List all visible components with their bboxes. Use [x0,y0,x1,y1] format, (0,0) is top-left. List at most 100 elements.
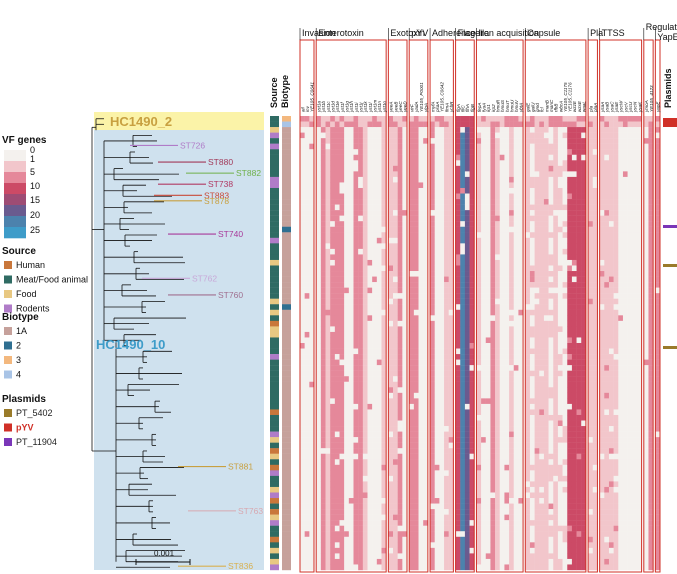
heatmap-cell [367,503,373,510]
heatmap-cell [464,210,470,216]
source-cell [270,232,279,239]
heatmap-cell [367,254,373,261]
heatmap-cell [339,304,345,310]
heatmap-cell [490,553,496,560]
heatmap-cell [388,282,394,288]
heatmap-cell [543,199,549,205]
heatmap-cell [529,171,535,178]
heatmap-cell [402,259,408,266]
heatmap-cell [495,116,500,122]
heatmap-cell [353,464,359,471]
source-cell [270,536,279,543]
heatmap-cell [513,387,519,394]
heatmap-cell [571,304,577,310]
st-label: ST763 [238,506,263,516]
heatmap-cell [304,354,310,360]
heatmap-cell [423,486,429,493]
heatmap-cell [397,171,403,178]
heatmap-cell [562,259,568,266]
heatmap-cell [316,536,322,543]
biotype-cell [282,564,291,571]
heatmap-cell [576,127,582,133]
heatmap-cell [402,343,408,349]
source-cell [270,470,279,477]
heatmap-cell [460,553,466,560]
heatmap-cell [304,254,310,261]
heatmap-cell [455,403,461,410]
heatmap-cell [430,138,435,144]
heatmap-cell [344,403,350,410]
heatmap-cell [567,149,573,155]
heatmap-cell [439,381,445,388]
heatmap-cell [490,486,496,493]
heatmap-cell [525,542,531,549]
heatmap-cell [444,221,449,227]
heatmap-cell [571,409,577,416]
heatmap-cell [418,564,424,571]
heatmap-cell [413,520,419,526]
heatmap-cell [513,442,519,449]
heatmap-cell [509,326,514,333]
heatmap-cell [439,525,445,532]
heatmap-cell [581,431,587,438]
heatmap-cell [353,287,359,294]
heatmap-cell [513,381,519,388]
heatmap-cell [509,331,514,338]
biotype-cell [282,536,291,543]
heatmap-cell [362,475,368,482]
heatmap-cell [388,331,394,338]
heatmap-cell [513,243,519,250]
heatmap-cell [444,210,449,216]
heatmap-cell [330,547,336,554]
heatmap-cell [348,459,354,466]
heatmap-cell [358,248,364,255]
heatmap-cell [490,271,496,277]
heatmap-cell [539,392,545,399]
heatmap-cell [334,459,340,466]
heatmap-cell [358,276,364,283]
heatmap-cell [553,370,559,377]
heatmap-cell [460,409,466,416]
heatmap-cell [525,282,531,288]
heatmap-cell [372,187,378,194]
heatmap-cell [316,426,322,432]
heatmap-cell [353,331,359,338]
heatmap-cell [376,187,382,194]
heatmap-cell [372,370,378,377]
heatmap-cell [485,287,491,294]
heatmap-cell [576,354,582,360]
heatmap-cell [409,381,415,388]
heatmap-cell [588,138,593,144]
heatmap-cell [413,531,419,537]
heatmap-cell [409,304,415,310]
heatmap-cell [402,370,408,377]
heatmap-cell [518,437,524,443]
heatmap-cell [316,326,322,333]
heatmap-cell [418,254,424,261]
heatmap-cell [393,420,398,427]
heatmap-cell [476,221,482,227]
heatmap-cell [476,542,482,549]
heatmap-cell [495,536,500,543]
heatmap-cell [567,237,573,244]
heatmap-cell [309,237,315,244]
heatmap-cell [430,492,435,499]
heatmap-cell [539,459,545,466]
heatmap-cell [448,154,454,161]
heatmap-cell [353,509,359,515]
heatmap-cell [513,348,519,355]
heatmap-cell [344,337,350,344]
heatmap-cell [439,309,445,316]
heatmap-cell [557,315,563,322]
heatmap-cell [485,160,491,167]
heatmap-cell [402,265,408,272]
heatmap-cell [534,343,540,349]
heatmap-cell [513,210,519,216]
heatmap-cell [562,492,568,499]
biotype-cell [282,237,291,244]
heatmap-cell [430,470,435,477]
heatmap-cell [557,464,563,471]
heatmap-cell [553,143,559,150]
heatmap-cell [304,237,310,244]
heatmap-cell [448,459,454,466]
